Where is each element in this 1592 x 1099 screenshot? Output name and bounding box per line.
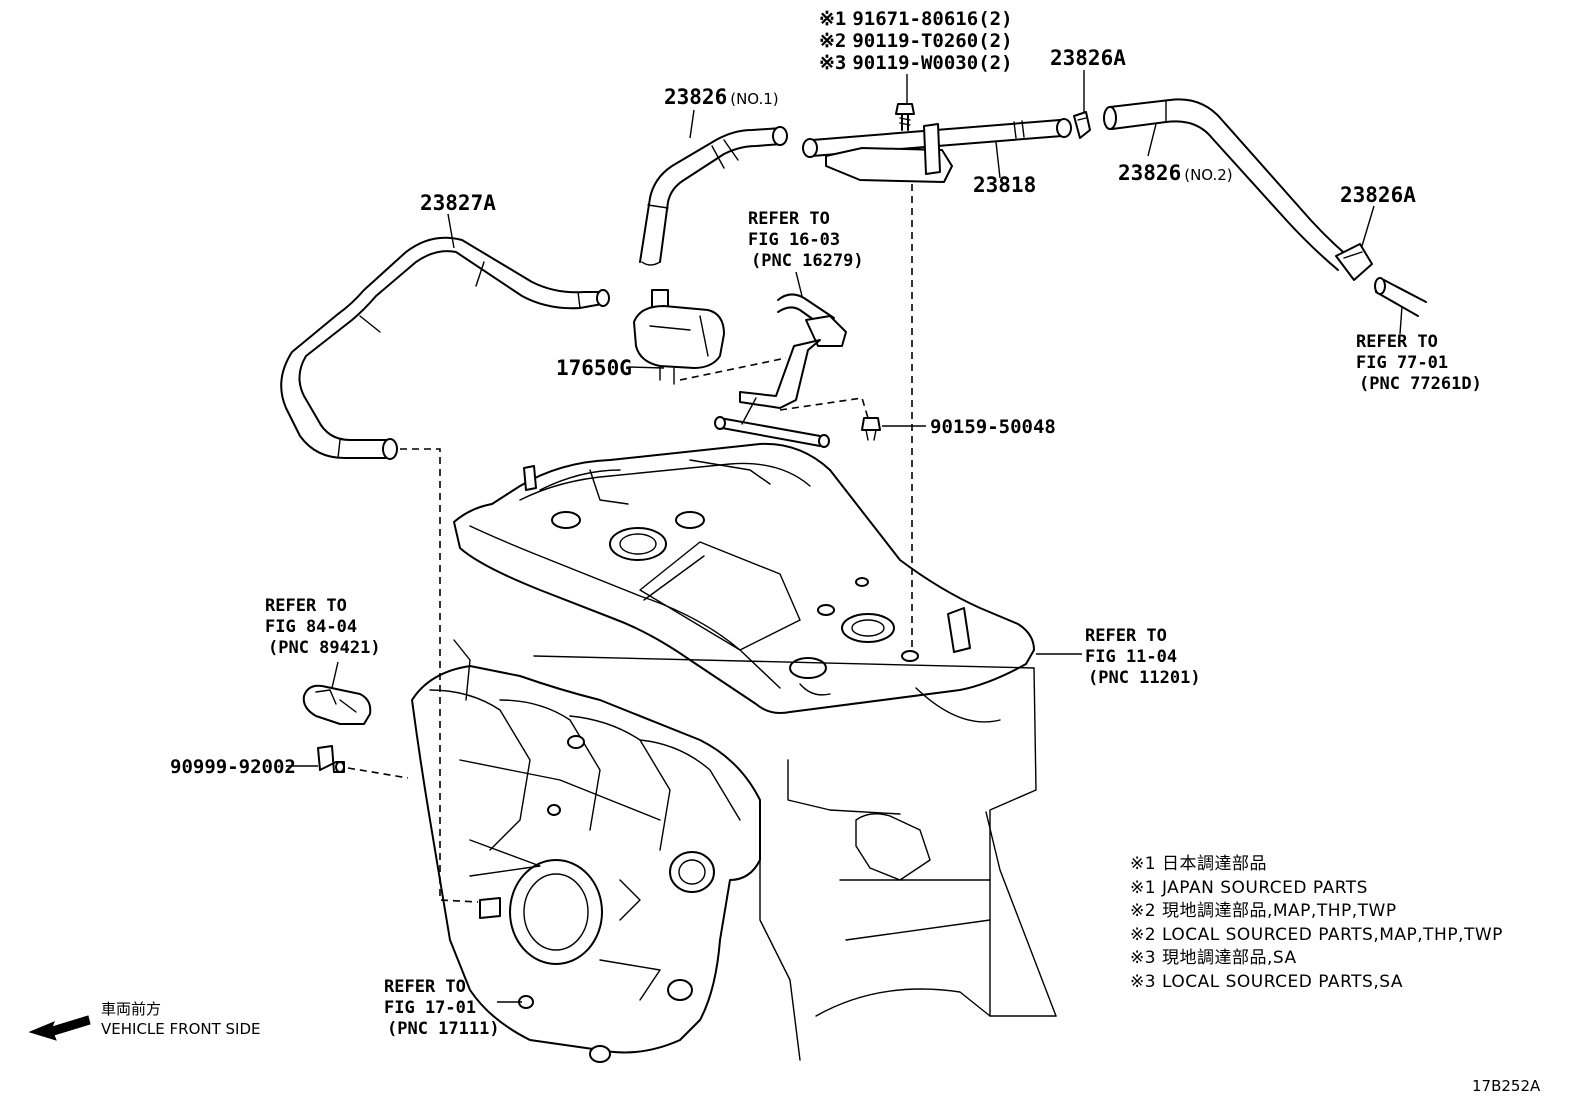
- svg-text:(PNC 77261D): (PNC 77261D): [1359, 374, 1482, 394]
- label-23826a-top: 23826A: [1050, 46, 1126, 70]
- front-label-jp: 車両前方: [101, 1000, 161, 1018]
- note-line: ※2 LOCAL SOURCED PARTS,MAP,THP,TWP: [1130, 925, 1503, 945]
- clamp-23826a-right: [1335, 243, 1373, 281]
- front-label-en: VEHICLE FRONT SIDE: [101, 1020, 261, 1038]
- cylinder-head-cover: [453, 442, 1035, 714]
- label-90159-50048: 90159-50048: [930, 416, 1056, 438]
- svg-text:REFER TO: REFER TO: [384, 977, 466, 997]
- bolt-90159-50048: [861, 417, 881, 441]
- svg-text:REFER TO: REFER TO: [265, 596, 347, 616]
- label-90999-92002: 90999-92002: [170, 756, 296, 778]
- note-line: ※1 JAPAN SOURCED PARTS: [1130, 878, 1368, 898]
- pipe-23818: [802, 118, 1072, 183]
- label-23827a: 23827A: [420, 191, 496, 215]
- bolt-90119: [895, 103, 915, 131]
- note-line: ※2 現地調達部品,MAP,THP,TWP: [1130, 901, 1397, 921]
- svg-text:FIG 17-01: FIG 17-01: [384, 998, 476, 1018]
- hose-23826-no1: [639, 126, 788, 266]
- svg-text:23826(NO.2): 23826(NO.2): [1118, 161, 1233, 185]
- svg-text:FIG 84-04: FIG 84-04: [265, 617, 357, 637]
- label-17650g: 17650G: [556, 356, 632, 380]
- svg-text:(PNC 17111): (PNC 17111): [387, 1019, 500, 1039]
- svg-text:REFER TO: REFER TO: [1085, 626, 1167, 646]
- label-23826-no2: 23826(NO.2): [1118, 161, 1233, 185]
- pipe-stub-end: [1374, 277, 1386, 295]
- assembly-lines: [347, 184, 913, 903]
- ref-fig-77-01: REFER TO FIG 77-01 (PNC 77261D): [1356, 332, 1482, 394]
- bracket-pipe-16279: [714, 293, 847, 448]
- ref-fig-16-03: REFER TO FIG 16-03 (PNC 16279): [748, 209, 864, 271]
- note-line: ※3 現地調達部品,SA: [1130, 948, 1297, 968]
- pipe-stub-77: [1375, 279, 1427, 317]
- svg-text:(PNC 89421): (PNC 89421): [268, 638, 381, 658]
- front-arrow-icon: [28, 1015, 91, 1041]
- svg-text:FIG 16-03: FIG 16-03: [748, 230, 840, 250]
- ref-fig-84-04: REFER TO FIG 84-04 (PNC 89421): [265, 596, 381, 658]
- svg-text:REFER TO: REFER TO: [1356, 332, 1438, 352]
- figure-code: 17B252A: [1472, 1077, 1541, 1095]
- hose-23827a: [280, 236, 610, 460]
- note-line: ※1 日本調達部品: [1130, 854, 1267, 874]
- vehicle-front-indicator: 車両前方 VEHICLE FRONT SIDE: [28, 1000, 261, 1041]
- svg-text:FIG 11-04: FIG 11-04: [1085, 647, 1177, 667]
- svg-text:23826(NO.1): 23826(NO.1): [664, 85, 779, 109]
- engine-block: [533, 655, 1057, 1061]
- svg-text:FIG 77-01: FIG 77-01: [1356, 353, 1448, 373]
- intake-manifold: [411, 639, 761, 1063]
- vsv-17650g: [633, 289, 725, 385]
- ref-fig-11-04: REFER TO FIG 11-04 (PNC 11201): [1085, 626, 1201, 688]
- leader-lines: [286, 70, 1403, 1003]
- map-sensor-89421: [302, 684, 372, 725]
- hose-90999-92002: [317, 745, 345, 773]
- sourcing-notes: ※1 日本調達部品 ※1 JAPAN SOURCED PARTS ※2 現地調達…: [1130, 854, 1503, 992]
- svg-text:(PNC 11201): (PNC 11201): [1088, 668, 1201, 688]
- svg-text:(PNC 16279): (PNC 16279): [751, 251, 864, 271]
- note-line: ※3 LOCAL SOURCED PARTS,SA: [1130, 972, 1403, 992]
- clamp-23826a-top: [1073, 111, 1091, 139]
- label-23826-no1: 23826(NO.1): [664, 85, 779, 109]
- label-23818: 23818: [973, 173, 1036, 197]
- hose-23826-no2: [1103, 98, 1351, 271]
- svg-text:REFER TO: REFER TO: [748, 209, 830, 229]
- ref-fig-17-01: REFER TO FIG 17-01 (PNC 17111): [384, 977, 500, 1039]
- label-23826a-right: 23826A: [1340, 183, 1416, 207]
